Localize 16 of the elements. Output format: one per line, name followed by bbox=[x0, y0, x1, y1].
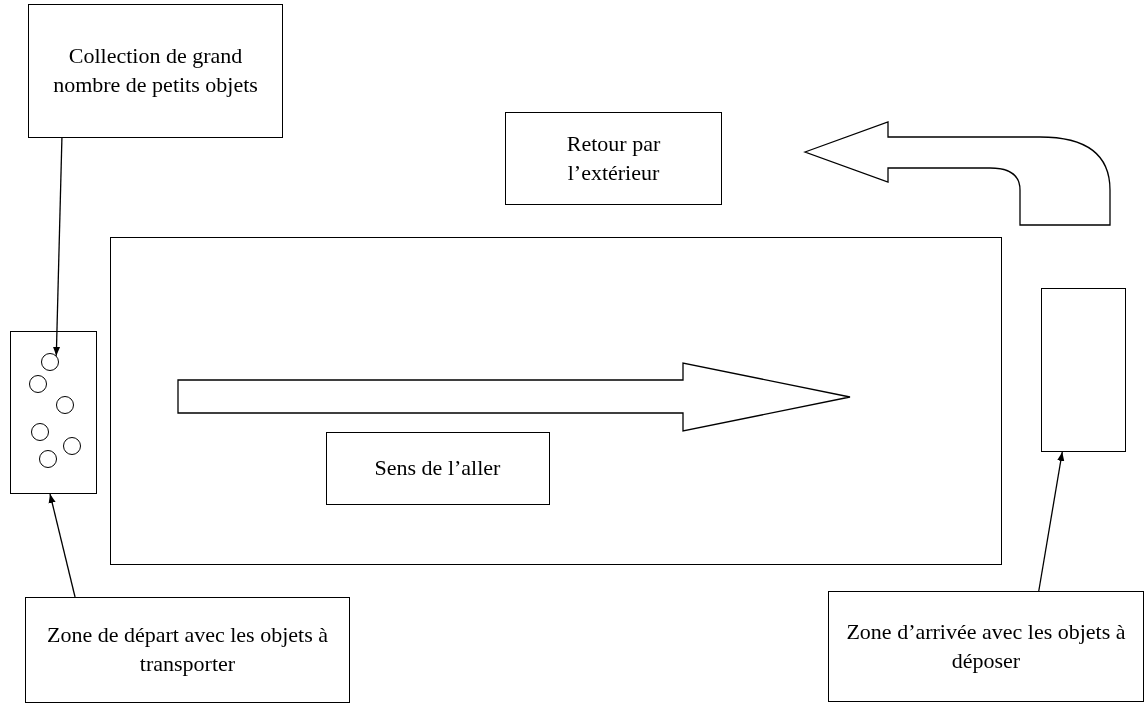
box-label: Sens de l’aller bbox=[373, 453, 502, 482]
label-box bbox=[25, 597, 350, 703]
zone-box bbox=[1041, 288, 1126, 452]
zone-box bbox=[110, 237, 1002, 565]
label-box bbox=[505, 112, 722, 205]
box-label: Retour par l’extérieur bbox=[565, 129, 662, 187]
arrow bbox=[48, 493, 76, 598]
arrow bbox=[1038, 451, 1065, 592]
label-box bbox=[828, 591, 1144, 702]
label-box bbox=[325, 431, 550, 505]
arrow bbox=[52, 137, 63, 357]
label-box bbox=[28, 4, 283, 138]
box-label: Zone de départ avec les objets à transporter bbox=[46, 621, 329, 678]
box-label: Zone d’arrivée avec les objets à déposer bbox=[845, 617, 1127, 675]
zone-box bbox=[10, 331, 97, 494]
box-label: Collection de grand nombre de petits objets bbox=[52, 42, 259, 99]
